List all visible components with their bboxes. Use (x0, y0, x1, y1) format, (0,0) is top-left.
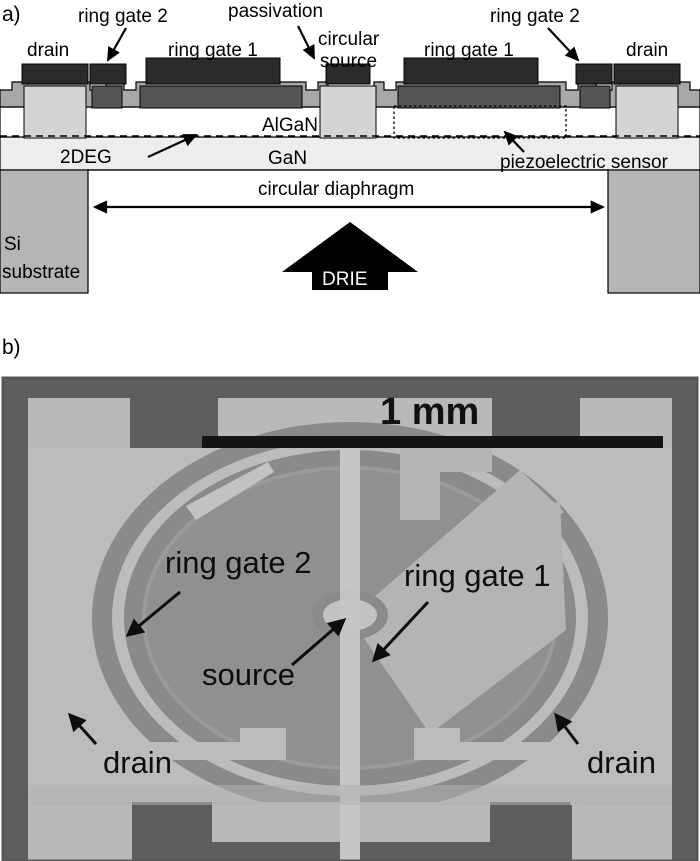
label-drain-right-a: drain (626, 40, 668, 61)
arrow-ring-gate-1-b (371, 600, 430, 663)
bottom-gap-4 (490, 802, 572, 861)
gap-top-left (130, 398, 218, 448)
micrograph-content (3, 378, 697, 861)
top-metal-drain-left (21, 63, 89, 85)
arrow-ring-gate-2-left-a (107, 27, 127, 62)
drain-finger-right (360, 802, 490, 842)
gap-top-right (492, 398, 580, 448)
label-si-line2: substrate (2, 262, 80, 283)
label-ring-gate-2-right-a: ring gate 2 (490, 6, 580, 27)
arrow-source-b (291, 618, 347, 667)
label-drain-right-b: drain (587, 745, 656, 780)
top-metal-drain-right (613, 63, 681, 85)
label-source-b: source (202, 657, 295, 692)
bottom-gap-3 (360, 842, 490, 861)
tonal-band (28, 785, 672, 805)
label-circular-source-line2: source (320, 51, 377, 72)
gate-metal-ring-gate-2-left (91, 85, 123, 109)
gate-feed-wedge (350, 500, 566, 734)
arrow-ring-gate-2-right-a (547, 27, 580, 62)
drain-pad-left-lower (28, 802, 132, 861)
top-metal-ring-gate-1-left (145, 57, 281, 85)
top-metal-source-center (325, 63, 371, 85)
bottom-gap-1 (132, 802, 212, 861)
gate-feed-connector (400, 448, 492, 520)
label-gan: GaN (268, 148, 307, 169)
top-metal-ring-gate-1-right (403, 57, 539, 85)
label-circular-source-line1: circular (318, 29, 380, 50)
si-substrate-left (0, 169, 89, 294)
label-ring-gate-1-b: ring gate 1 (404, 558, 551, 593)
ring-gate-2-feed-sliver (186, 462, 274, 520)
arrow-drain-right-b (554, 712, 580, 745)
top-metal-ring-gate-2-left (89, 63, 127, 85)
label-algan: AlGaN (262, 115, 318, 136)
gate-feed-wedge-upper (350, 470, 564, 620)
ohmic-contact-source-center (319, 85, 377, 139)
label-2deg: 2DEG (60, 147, 112, 168)
label-passivation: passivation (228, 1, 323, 22)
si-substrate-right (607, 169, 700, 294)
panel-b-letter: b) (2, 336, 21, 359)
label-ring-gate-1-left-a: ring gate 1 (168, 40, 258, 61)
ohmic-contact-drain-left (23, 85, 87, 139)
label-piezoelectric-sensor: piezoelectric sensor (500, 152, 669, 173)
arrow-ring-gate-2-b (125, 590, 181, 637)
pad-top-right (580, 398, 672, 448)
label-ring-gate-2-left-a: ring gate 2 (78, 6, 168, 27)
panel-b-svg: 1 mm ring gate 2 ring gate 1 source drai… (1, 376, 699, 861)
drain-pad-right-lower (572, 802, 672, 861)
piezoelectric-sensor-box (393, 105, 567, 139)
panel-a-cross-section: drain ring gate 2 ring gate 1 passivatio… (0, 0, 700, 330)
panel-a-letter: a) (2, 3, 21, 26)
gate-metal-ring-gate-2-right (579, 85, 611, 109)
label-ring-gate-1-right-a: ring gate 1 (424, 40, 514, 61)
gate-metal-ring-gate-1-left (139, 85, 303, 109)
drain-finger-left (212, 802, 340, 842)
label-drain-left-b: drain (103, 745, 172, 780)
ohmic-contact-drain-right (615, 85, 679, 139)
drain-pad-right (414, 728, 672, 805)
micrograph-border (1, 376, 699, 861)
arrow-passivation (297, 25, 315, 60)
arrow-drain-left-b (67, 712, 98, 746)
label-circular-diaphragm: circular diaphragm (258, 179, 414, 200)
label-scale-bar: 1 mm (380, 391, 479, 433)
arrow-2deg (147, 134, 198, 158)
scale-bar (202, 436, 663, 448)
drie-arrow (282, 222, 418, 290)
arrow-piezoelectric-sensor (503, 130, 525, 153)
label-ring-gate-2-b: ring gate 2 (165, 545, 312, 580)
panel-b-micrograph: 1 mm ring gate 2 ring gate 1 source drai… (0, 330, 700, 861)
bottom-gap-2 (212, 842, 340, 861)
drain-pad-left (28, 728, 286, 805)
label-drain-left-a: drain (27, 40, 69, 61)
pad-top-left (28, 398, 130, 448)
panel-a-svg: drain ring gate 2 ring gate 1 passivatio… (0, 1, 700, 294)
top-metal-ring-gate-2-right (575, 63, 613, 85)
gate-metal-ring-gate-1-right (397, 85, 561, 109)
label-si-line1: Si (4, 234, 21, 255)
label-drie: DRIE (322, 269, 367, 290)
source-feed-line-overlay (340, 448, 360, 805)
